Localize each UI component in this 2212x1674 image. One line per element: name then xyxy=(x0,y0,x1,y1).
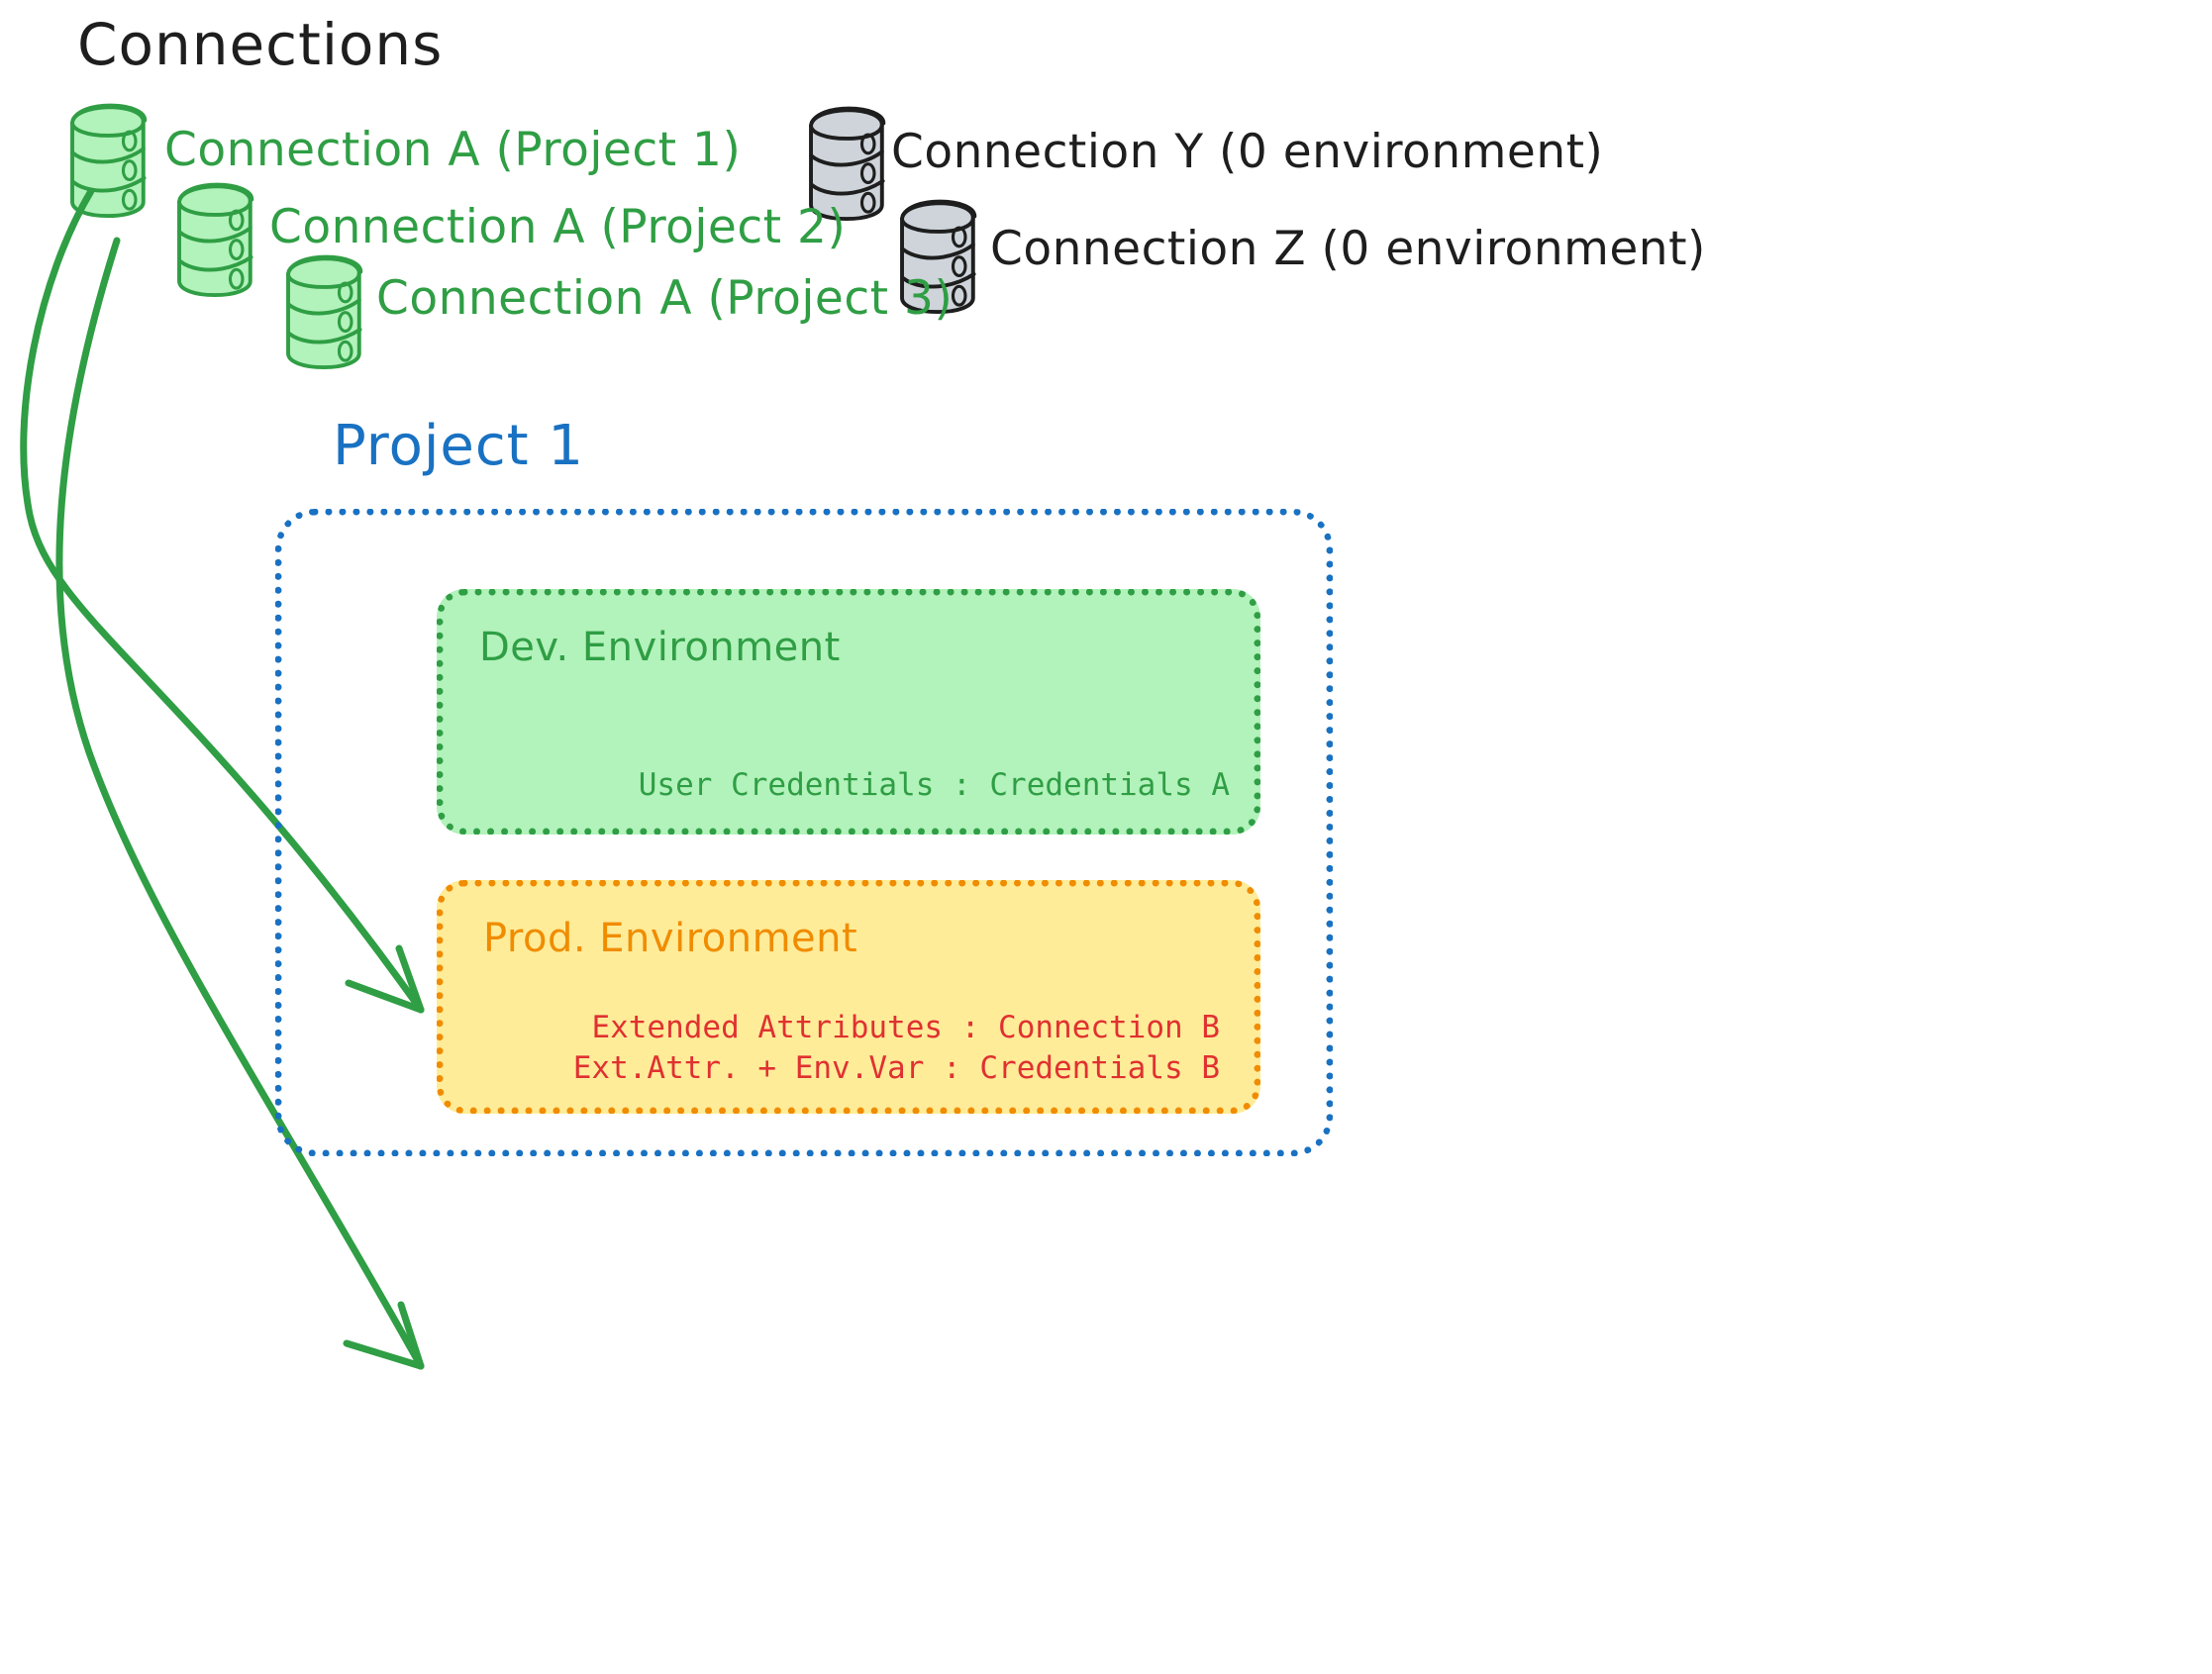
page-title: Connections xyxy=(77,11,444,78)
database-cylinder-icon-connection-a-2 xyxy=(176,182,254,299)
environment-details-dev: User Credentials : Credentials A xyxy=(638,767,1230,804)
environment-details-prod: Extended Attributes : Connection B Ext.A… xyxy=(572,1010,1220,1087)
environment-box-dev: Dev. Environment User Credentials : Cred… xyxy=(437,589,1260,835)
connection-label-z: Connection Z (0 environment) xyxy=(990,222,1706,276)
connection-label-y: Connection Y (0 environment) xyxy=(891,125,1604,179)
connection-label-a-project-2: Connection A (Project 2) xyxy=(269,200,847,254)
environment-title-dev: Dev. Environment xyxy=(479,625,841,670)
environment-title-prod: Prod. Environment xyxy=(483,916,858,961)
environment-box-prod: Prod. Environment Extended Attributes : … xyxy=(437,880,1260,1114)
project-container: Dev. Environment User Credentials : Cred… xyxy=(275,509,1333,1156)
connection-label-a-project-3: Connection A (Project 3) xyxy=(376,271,954,326)
database-cylinder-icon-connection-a-3 xyxy=(285,254,363,371)
connection-label-a-project-1: Connection A (Project 1) xyxy=(164,123,742,177)
arrow-connection-a-to-dev-environment xyxy=(20,187,425,1014)
project-title: Project 1 xyxy=(333,414,585,478)
